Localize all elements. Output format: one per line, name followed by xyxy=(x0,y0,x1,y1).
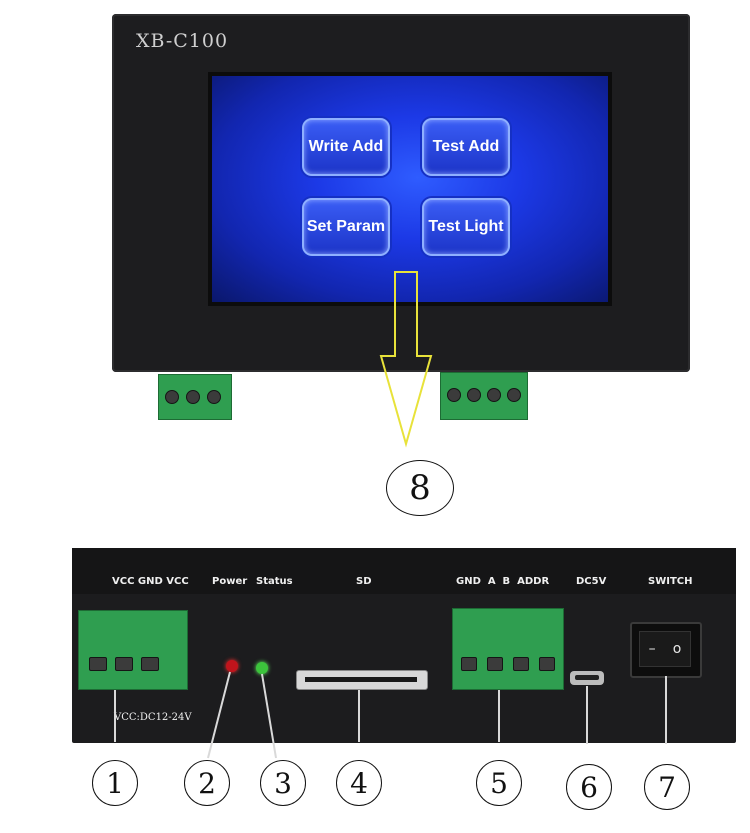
leader-lines-2-3 xyxy=(207,671,277,759)
leader-line-7 xyxy=(665,676,667,744)
terminal-socket-icon xyxy=(513,657,529,671)
terminal-screw-icon xyxy=(207,390,221,404)
switch-off-mark: – xyxy=(648,641,656,657)
terminal-socket-icon xyxy=(487,657,503,671)
back-power-terminal-block xyxy=(78,610,188,690)
status-led-label: Status xyxy=(256,576,293,587)
touch-screen: Write Add Test Add Set Param Test Light xyxy=(208,72,612,306)
terminal-socket-icon xyxy=(115,657,133,671)
back-signal-terminal-block xyxy=(452,608,564,690)
callout-2: 2 xyxy=(184,760,230,806)
terminal-screw-icon xyxy=(507,388,521,402)
voltage-label: VCC:DC12-24V xyxy=(114,712,192,723)
terminal-screw-icon xyxy=(487,388,501,402)
power-led xyxy=(226,660,238,672)
test-address-button[interactable]: Test Add xyxy=(422,118,510,176)
terminal-screw-icon xyxy=(467,388,481,402)
switch-label: SWITCH xyxy=(648,576,693,587)
power-led-label: Power xyxy=(212,576,248,587)
callout-6: 6 xyxy=(566,764,612,810)
front-signal-terminal-block xyxy=(440,372,528,420)
callout-7: 7 xyxy=(644,764,690,810)
front-power-terminal-block xyxy=(158,374,232,420)
terminal-socket-icon xyxy=(89,657,107,671)
terminal-screw-icon xyxy=(447,388,461,402)
callout-3: 3 xyxy=(260,760,306,806)
callout-8: 8 xyxy=(386,460,454,516)
signal-terminal-label: GND A B ADDR xyxy=(456,576,550,587)
dc5v-usb-port[interactable] xyxy=(570,671,604,685)
switch-rocker[interactable]: – o xyxy=(639,631,691,667)
callout-1: 1 xyxy=(92,760,138,806)
switch-on-mark: o xyxy=(672,641,682,657)
set-parameter-button[interactable]: Set Param xyxy=(302,198,390,256)
usb-port-opening xyxy=(575,675,599,680)
leader-line-5 xyxy=(498,690,500,742)
dc5v-label: DC5V xyxy=(576,576,607,587)
test-light-button[interactable]: Test Light xyxy=(422,198,510,256)
write-address-button[interactable]: Write Add xyxy=(302,118,390,176)
leader-line-6 xyxy=(586,686,588,744)
leader-line-1 xyxy=(114,690,116,742)
terminal-socket-icon xyxy=(141,657,159,671)
terminal-screw-icon xyxy=(186,390,200,404)
model-label: XB-C100 xyxy=(136,30,229,52)
sd-slot-label: SD xyxy=(356,576,372,587)
terminal-socket-icon xyxy=(461,657,477,671)
power-terminal-label: VCC GND VCC xyxy=(112,576,189,587)
terminal-screw-icon xyxy=(165,390,179,404)
back-top-edge xyxy=(72,548,736,594)
down-arrow-icon xyxy=(379,271,433,448)
sd-card-slot[interactable] xyxy=(296,670,428,690)
sd-slot-opening xyxy=(305,677,417,682)
power-switch[interactable]: – o xyxy=(630,622,702,678)
callout-4: 4 xyxy=(336,760,382,806)
callout-5: 5 xyxy=(476,760,522,806)
terminal-socket-icon xyxy=(539,657,555,671)
leader-line-4 xyxy=(358,690,360,742)
status-led xyxy=(256,662,268,674)
